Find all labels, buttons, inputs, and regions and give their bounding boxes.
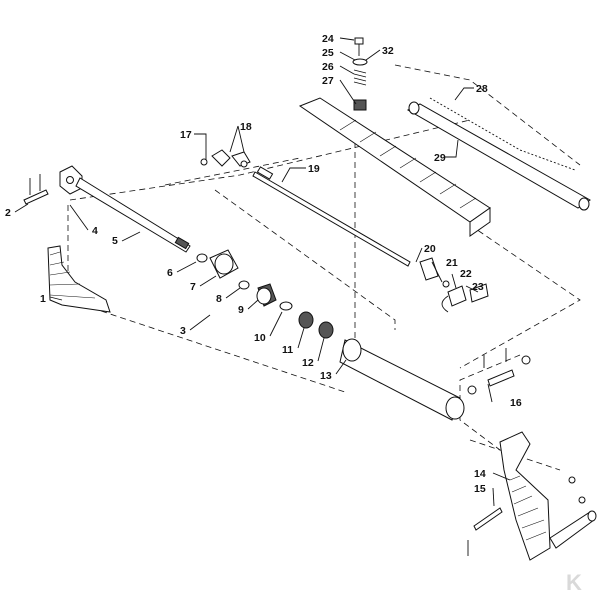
pin-part-2: [23, 174, 49, 205]
bracket-part-14: [499, 431, 597, 561]
callout-labels: 2 1 3 4 5 6 7 8 9 10 11 12 13 14 15 16 1…: [5, 33, 522, 495]
pin-part-16: [467, 348, 531, 395]
label-32: 32: [382, 45, 394, 57]
rod-part-29: [406, 97, 591, 211]
blade-part-1: [47, 245, 111, 313]
label-15: 15: [474, 483, 486, 495]
end-fittings: [419, 257, 489, 313]
label-24: 24: [322, 33, 334, 45]
beam-part-28: [298, 97, 491, 237]
label-10: 10: [254, 332, 266, 344]
label-26: 26: [322, 61, 334, 73]
label-4: 4: [92, 225, 98, 237]
label-11: 11: [282, 344, 293, 356]
watermark-logo: K: [566, 570, 582, 595]
label-13: 13: [320, 370, 332, 382]
label-16: 16: [510, 397, 522, 409]
label-6: 6: [167, 267, 173, 279]
label-29: 29: [434, 152, 446, 164]
label-28: 28: [476, 83, 488, 95]
label-9: 9: [238, 304, 244, 316]
label-17: 17: [180, 129, 192, 141]
label-5: 5: [112, 235, 118, 247]
label-20: 20: [424, 243, 436, 255]
label-3: 3: [180, 325, 186, 337]
label-22: 22: [460, 268, 472, 280]
label-12: 12: [302, 357, 314, 369]
pin-part-15: [467, 507, 503, 556]
label-27: 27: [322, 75, 334, 87]
leader-lines: [14, 37, 511, 507]
label-8: 8: [216, 293, 222, 305]
label-1: 1: [40, 293, 46, 305]
fitting-part-18: [200, 149, 251, 168]
bearing-stack: [196, 249, 334, 339]
shaft-part-5: [59, 165, 191, 253]
rod-part-19: [252, 166, 411, 267]
label-19: 19: [308, 163, 320, 175]
assembly-guide-lines: [67, 64, 581, 471]
label-14: 14: [474, 468, 486, 480]
label-25: 25: [322, 47, 334, 59]
label-21: 21: [446, 257, 458, 269]
tube-part-13: [339, 338, 465, 421]
label-18: 18: [240, 121, 252, 133]
bolt-assembly: [352, 37, 368, 111]
label-7: 7: [190, 281, 196, 293]
label-23: 23: [472, 281, 484, 293]
label-2: 2: [5, 207, 11, 219]
